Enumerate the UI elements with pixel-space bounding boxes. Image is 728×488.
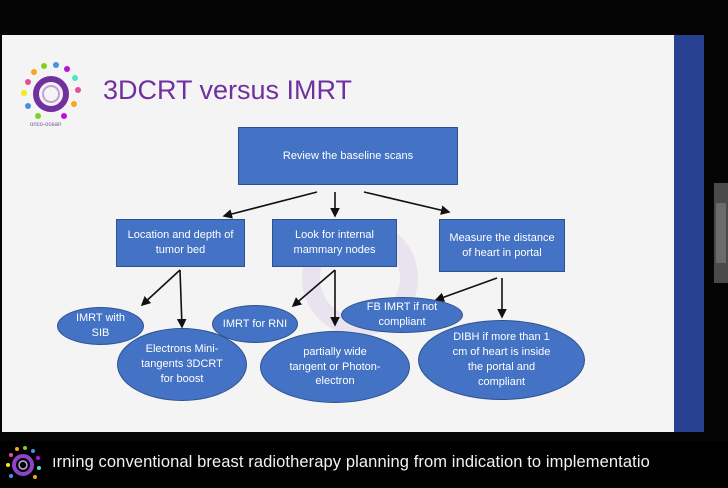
logo-text: onco-ocean — [30, 122, 62, 128]
node-partially-wide-tangent: partially wide tangent or Photon-electro… — [260, 331, 410, 403]
node-dibh: DIBH if more than 1 cm of heart is insid… — [418, 320, 585, 400]
subtitle-caption: ırning conventional breast radiotherapy … — [52, 453, 650, 471]
node-imrt-with-sib: IMRT with SIB — [57, 307, 144, 345]
node-fb-imrt: FB IMRT if not compliant — [341, 297, 463, 333]
node-internal-mammary-nodes: Look for internal mammary nodes — [272, 219, 397, 267]
node-label: Review the baseline scans — [282, 149, 414, 162]
slide-title: 3DCRT versus IMRT — [103, 75, 353, 105]
node-electrons-mini-tangents: Electrons Mini-tangents 3DCRT for boost — [117, 328, 247, 401]
slide-accent-bar — [674, 35, 704, 432]
node-heart-distance: Measure the distance of heart in portal — [439, 219, 565, 272]
caption-bar — [0, 441, 728, 488]
node-label: partially wide tangent or Photon-electro… — [289, 345, 381, 388]
node-label: DIBH if more than 1 cm of heart is insid… — [452, 331, 551, 388]
node-label: Electrons Mini-tangents 3DCRT for boost — [141, 343, 223, 385]
onco-ocean-logo — [21, 62, 81, 119]
node-label: FB IMRT if not compliant — [366, 301, 438, 328]
node-imrt-for-rni: IMRT for RNI — [212, 305, 298, 343]
presentation-slide: onco-ocean 3DCRT versus IMRT Review the … — [2, 35, 674, 432]
speaker-camera-thumbnail — [714, 183, 728, 283]
node-label: Measure the distance of heart in portal — [449, 231, 555, 259]
node-label: IMRT with SIB — [75, 312, 126, 339]
channel-logo-icon — [6, 446, 41, 479]
node-review-baseline-scans: Review the baseline scans — [238, 127, 458, 185]
flowchart-arrows — [140, 191, 507, 329]
node-label: IMRT for RNI — [222, 317, 288, 330]
node-label: Look for internal mammary nodes — [293, 229, 376, 256]
node-location-depth-tumor-bed: Location and depth of tumor bed — [116, 219, 245, 267]
node-label: Location and depth of tumor bed — [127, 229, 234, 256]
